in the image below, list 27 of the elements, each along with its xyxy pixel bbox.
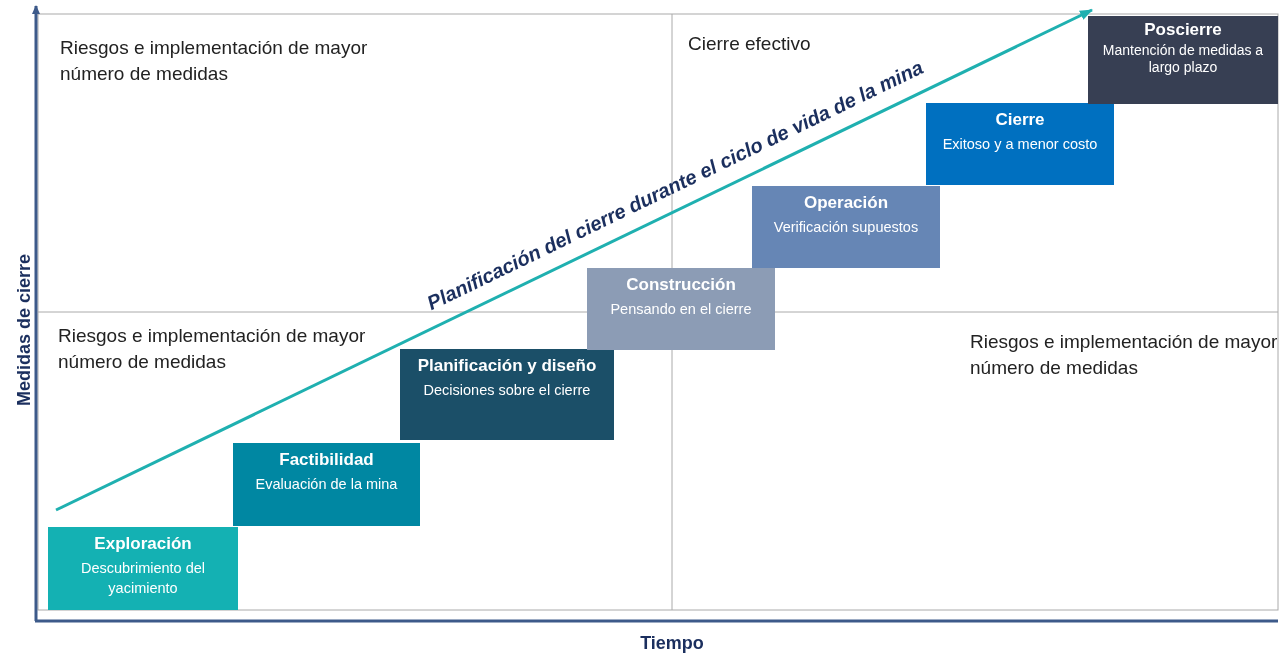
stage-box [1088,16,1278,104]
stage-title: Poscierre [1144,19,1222,40]
stage-box [400,349,614,440]
stage-box [233,443,420,526]
stage-description: Verificación supuestos [773,218,919,237]
stage-title: Cierre [995,109,1045,130]
stage-description: Evaluación de la mina [255,475,398,494]
stage-description: Exitoso y a menor costo [942,135,1098,154]
stage-title: Planificación y diseño [417,355,597,376]
stage-title: Operación [803,192,889,213]
stage-description: Mantención de medidas a largo plazo [1101,42,1265,76]
quadrant-note: Riesgos e implementación de mayor número de medidas [58,324,367,374]
quadrant-note: Riesgos e implementación de mayor número de medidas [970,330,1279,380]
stage-title: Factibilidad [279,449,374,470]
axis-title: Tiempo [640,632,704,653]
stage-box [587,268,775,350]
axis-title: Medidas de cierre [13,253,35,407]
stage-box [48,527,238,610]
stage-description: Decisiones sobre el cierre [423,381,591,400]
stage-box [752,186,940,268]
quadrant-note: Riesgos e implementación de mayor número de medidas [60,36,369,86]
stage-title: Construcción [626,274,736,295]
stage-box [926,103,1114,185]
quadrant-note: Cierre efectivo [688,32,812,56]
stage-description: Descubrimiento del yacimiento [79,559,207,598]
stage-title: Exploración [94,533,192,554]
stage-description: Pensando en el cierre [610,300,752,319]
